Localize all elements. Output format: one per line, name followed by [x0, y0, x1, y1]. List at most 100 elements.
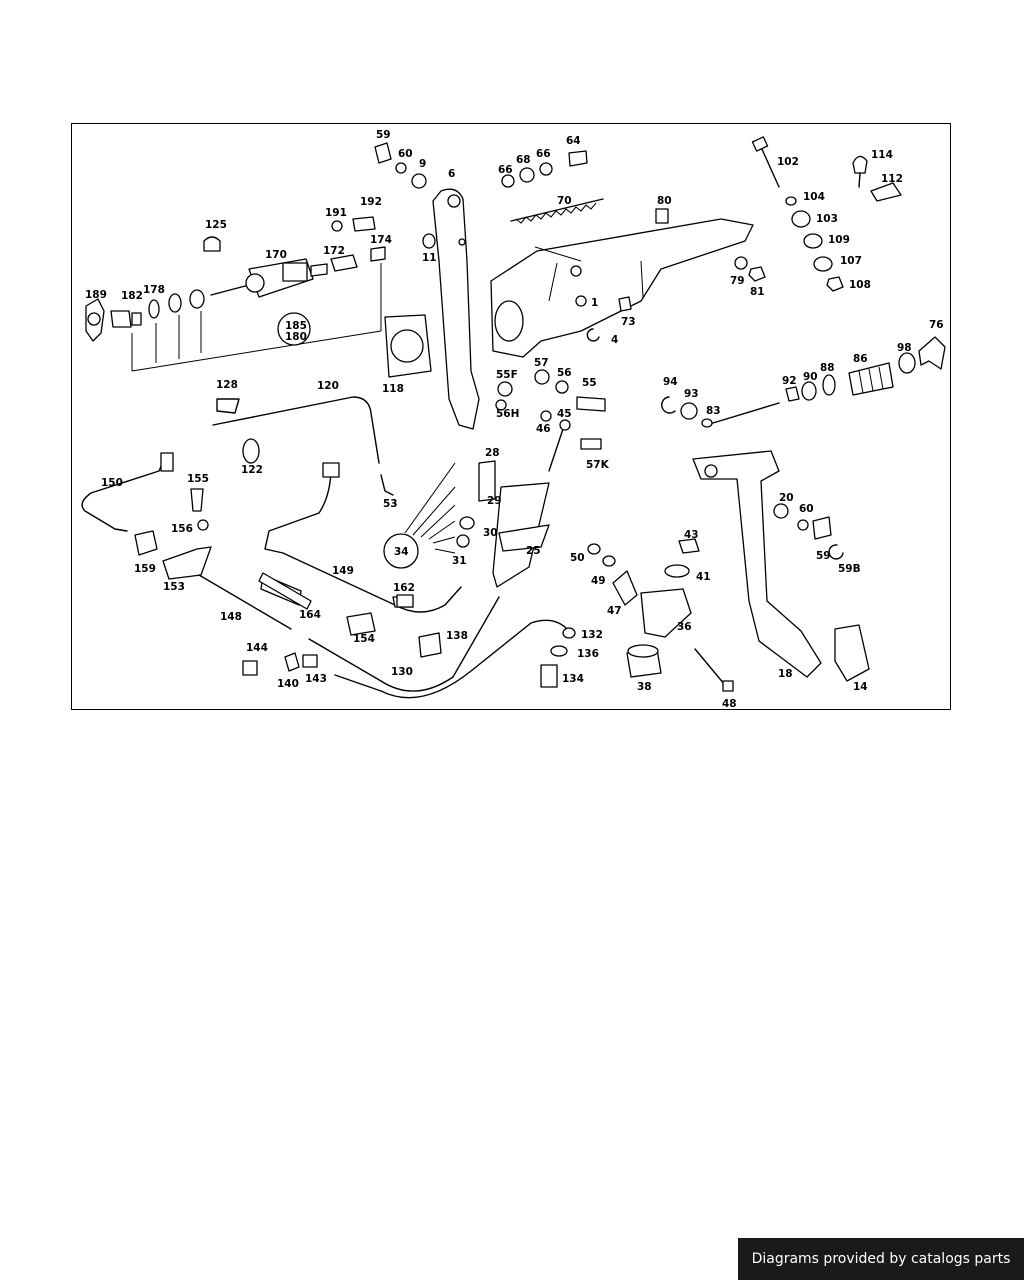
callout-label: 29 — [487, 495, 502, 507]
callout-label: 73 — [621, 316, 636, 328]
callout-label: 81 — [750, 286, 765, 298]
callout-label: 36 — [677, 621, 692, 633]
callout-label: 57 — [534, 357, 549, 369]
callout-label: 109 — [828, 234, 850, 246]
callout-label: 25 — [526, 545, 541, 557]
exploded-parts-diagram: 59 60 9 6 64 66 68 66 70 80 102 114 112 … — [81, 129, 946, 709]
callout-label: 128 — [216, 379, 238, 391]
callout-label: 59B — [838, 563, 861, 575]
parts-artwork — [81, 136, 946, 699]
callout-label: 120 — [317, 380, 339, 392]
callout-label: 56H — [496, 408, 519, 420]
callout-label: 162 — [393, 582, 415, 594]
callout-label: 48 — [722, 698, 737, 709]
callout-label: 118 — [382, 383, 404, 395]
callout-label: 90 — [803, 371, 818, 383]
callout-label: 140 — [277, 678, 299, 690]
callout-label: 53 — [383, 498, 398, 510]
callout-label: 159 — [134, 563, 156, 575]
callout-label: 164 — [299, 609, 321, 621]
callout-label: 34 — [394, 546, 409, 558]
callout-label: 6 — [448, 168, 455, 180]
callout-label: 156 — [171, 523, 193, 535]
callout-label: 189 — [85, 289, 107, 301]
callout-label: 143 — [305, 673, 327, 685]
callout-label: 14 — [853, 681, 868, 693]
callout-label: 57K — [586, 459, 610, 471]
callout-label: 136 — [577, 648, 599, 660]
callout-label: 88 — [820, 362, 835, 374]
callout-label: 59 — [376, 129, 391, 141]
callout-label: 182 — [121, 290, 143, 302]
callout-label: 170 — [265, 249, 287, 261]
callout-label: 144 — [246, 642, 268, 654]
callout-label: 174 — [370, 234, 392, 246]
callout-label: 83 — [706, 405, 721, 417]
callout-label: 153 — [163, 581, 185, 593]
callout-label: 104 — [803, 191, 825, 203]
callout-label: 112 — [881, 173, 903, 185]
callout-label: 148 — [220, 611, 242, 623]
callout-label: 50 — [570, 552, 585, 564]
callout-label: 93 — [684, 388, 699, 400]
callout-label: 46 — [536, 423, 551, 435]
callout-label: 98 — [897, 342, 912, 354]
callout-label: 185 — [285, 320, 307, 332]
callout-label: 70 — [557, 195, 572, 207]
diagram-frame: 59 60 9 6 64 66 68 66 70 80 102 114 112 … — [71, 123, 951, 710]
callout-label: 155 — [187, 473, 209, 485]
callout-label: 60 — [799, 503, 814, 515]
callout-label: 191 — [325, 207, 347, 219]
callout-label: 178 — [143, 284, 165, 296]
callout-label: 66 — [536, 148, 551, 160]
callout-label: 149 — [332, 565, 354, 577]
callout-label: 47 — [607, 605, 622, 617]
callout-label: 125 — [205, 219, 227, 231]
callout-label: 38 — [637, 681, 652, 693]
callout-label: 18 — [778, 668, 793, 680]
callout-label: 122 — [241, 464, 263, 476]
callout-label: 55F — [496, 369, 518, 381]
callout-label: 130 — [391, 666, 413, 678]
callout-label: 49 — [591, 575, 606, 587]
callout-label: 28 — [485, 447, 500, 459]
callout-label: 60 — [398, 148, 413, 160]
callout-label: 108 — [849, 279, 871, 291]
callout-label: 132 — [581, 629, 603, 641]
footer-credit: Diagrams provided by catalogs parts — [738, 1238, 1024, 1280]
callout-label: 79 — [730, 275, 745, 287]
callout-label: 172 — [323, 245, 345, 257]
callout-label: 43 — [684, 529, 699, 541]
callout-label: 4 — [611, 334, 618, 346]
callout-label: 20 — [779, 492, 794, 504]
callout-label: 11 — [422, 252, 437, 264]
callout-label: 76 — [929, 319, 944, 331]
callout-label: 64 — [566, 135, 581, 147]
callout-label: 1 — [591, 297, 598, 309]
callout-label: 114 — [871, 149, 893, 161]
callout-label: 107 — [840, 255, 862, 267]
callout-label: 180 — [285, 331, 307, 343]
callout-label: 154 — [353, 633, 375, 645]
callout-label: 134 — [562, 673, 584, 685]
callout-label: 94 — [663, 376, 678, 388]
callout-label: 138 — [446, 630, 468, 642]
callout-label: 102 — [777, 156, 799, 168]
callout-label: 80 — [657, 195, 672, 207]
callout-label: 192 — [360, 196, 382, 208]
callout-label: 66 — [498, 164, 513, 176]
callout-label: 68 — [516, 154, 531, 166]
callout-label: 45 — [557, 408, 572, 420]
callout-label: 150 — [101, 477, 123, 489]
callout-label: 86 — [853, 353, 868, 365]
callout-labels: 59 60 9 6 64 66 68 66 70 80 102 114 112 … — [85, 129, 944, 709]
callout-label: 56 — [557, 367, 572, 379]
callout-label: 41 — [696, 571, 711, 583]
callout-label: 31 — [452, 555, 467, 567]
callout-label: 103 — [816, 213, 838, 225]
footer-credit-text: Diagrams provided by catalogs parts — [751, 1251, 1011, 1267]
callout-label: 92 — [782, 375, 797, 387]
callout-label: 9 — [419, 158, 426, 170]
callout-label: 59 — [816, 550, 831, 562]
callout-label: 55 — [582, 377, 597, 389]
